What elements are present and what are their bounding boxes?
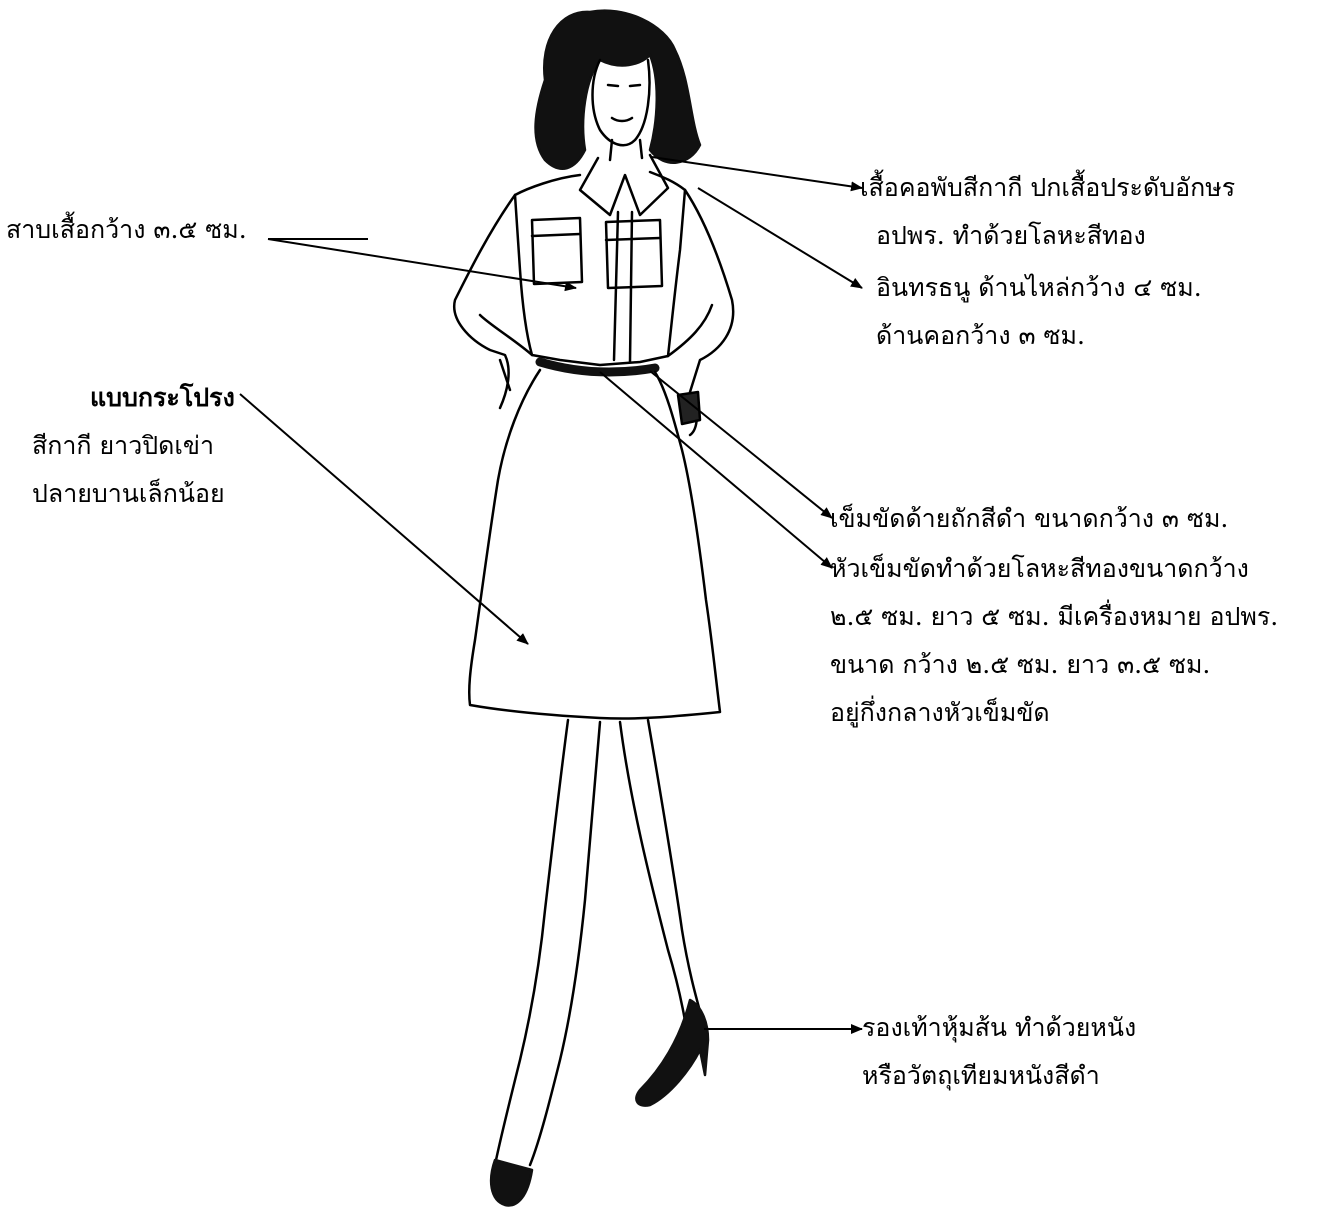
epaulette-label: อินทรธนู ด้านไหล่กว้าง ๔ ซม. ด้านคอกว้าง… bbox=[876, 264, 1202, 360]
belt-label-text: เข็มขัดด้ายถักสีดำ ขนาดกว้าง ๓ ซม. bbox=[830, 495, 1228, 543]
face bbox=[593, 60, 650, 145]
placket-callout-line bbox=[268, 239, 576, 288]
placket-label: สาบเสื้อกว้าง ๓.๕ ซม. bbox=[6, 206, 247, 254]
buckle-label-line-4: อยู่กึ่งกลางหัวเข็มขัด bbox=[830, 689, 1278, 737]
collar-label-line-1: เสื้อคอพับสีกากี ปกเสื้อประดับอักษร bbox=[860, 164, 1235, 212]
belt-label: เข็มขัดด้ายถักสีดำ ขนาดกว้าง ๓ ซม. bbox=[830, 495, 1228, 543]
epaulette-label-line-1: อินทรธนู ด้านไหล่กว้าง ๔ ซม. bbox=[876, 264, 1202, 312]
skirt-callout-line bbox=[240, 394, 528, 644]
buckle-label-line-1: หัวเข็มขัดทำด้วยโลหะสีทองขนาดกว้าง bbox=[830, 545, 1278, 593]
mouth bbox=[612, 118, 632, 121]
skirt-label-line-2: ปลายบานเล็กน้อย bbox=[32, 470, 235, 518]
shoes-label: รองเท้าหุ้มส้น ทำด้วยหนัง หรือวัตถุเทียม… bbox=[862, 1004, 1136, 1100]
left-leg bbox=[495, 720, 568, 1165]
buckle-label: หัวเข็มขัดทำด้วยโลหะสีทองขนาดกว้าง ๒.๕ ซ… bbox=[830, 545, 1278, 737]
belt-callout-line bbox=[650, 371, 832, 518]
skirt-label-title: แบบกระโปรง bbox=[32, 374, 235, 422]
right-leg bbox=[620, 722, 690, 1060]
collar-callout-line bbox=[652, 157, 862, 188]
skirt-label: แบบกระโปรง สีกากี ยาวปิดเข่า ปลายบานเล็ก… bbox=[32, 374, 235, 518]
skirt-label-line-1: สีกากี ยาวปิดเข่า bbox=[32, 422, 235, 470]
right-pocket bbox=[606, 220, 662, 288]
placket-label-text: สาบเสื้อกว้าง ๓.๕ ซม. bbox=[6, 206, 247, 254]
left-shoe bbox=[491, 1160, 532, 1205]
buckle-label-line-2: ๒.๕ ซม. ยาว ๕ ซม. มีเครื่องหมาย อปพร. bbox=[830, 593, 1278, 641]
right-shoe bbox=[636, 1000, 708, 1106]
left-arm bbox=[454, 195, 532, 408]
shirt-body bbox=[515, 172, 685, 365]
epaulette-label-line-2: ด้านคอกว้าง ๓ ซม. bbox=[876, 312, 1202, 360]
shoes-label-line-1: รองเท้าหุ้มส้น ทำด้วยหนัง bbox=[862, 1004, 1136, 1052]
eyes bbox=[608, 85, 640, 86]
collar-label-line-2: อปพร. ทำด้วยโลหะสีทอง bbox=[860, 212, 1235, 260]
shoes-label-line-2: หรือวัตถุเทียมหนังสีดำ bbox=[862, 1052, 1136, 1100]
buckle-callout-line bbox=[600, 372, 832, 568]
left-pocket bbox=[532, 218, 582, 284]
buckle-label-line-3: ขนาด กว้าง ๒.๕ ซม. ยาว ๓.๕ ซม. bbox=[830, 641, 1278, 689]
shirt-collar bbox=[580, 155, 668, 215]
collar-label: เสื้อคอพับสีกากี ปกเสื้อประดับอักษร อปพร… bbox=[860, 164, 1235, 260]
